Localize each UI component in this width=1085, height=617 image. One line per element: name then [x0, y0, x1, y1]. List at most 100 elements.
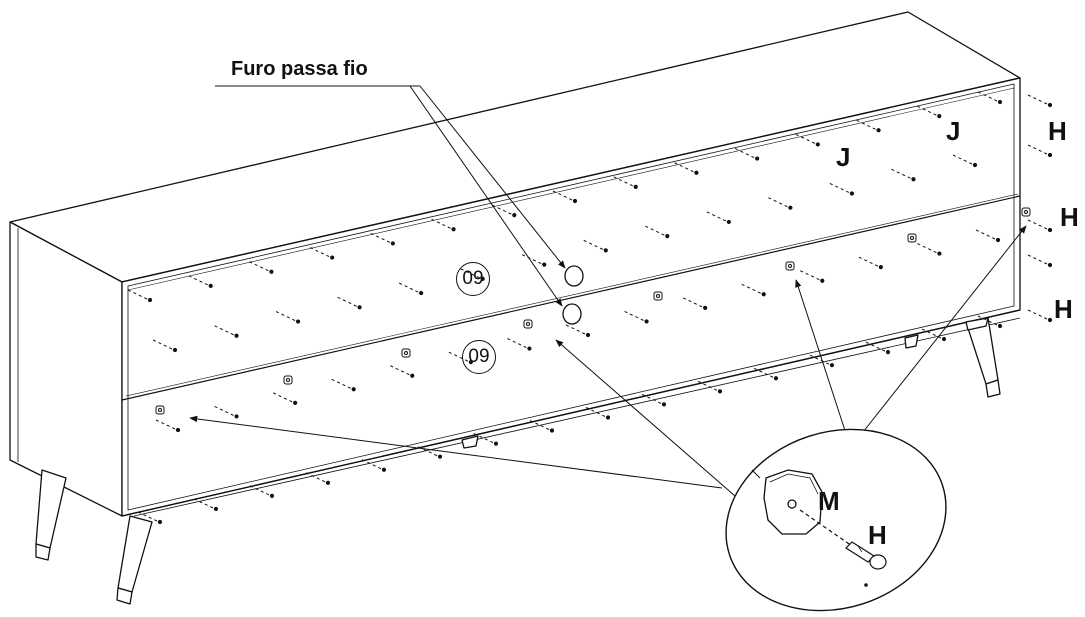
leg-back-right — [965, 317, 1001, 398]
screw-point — [269, 269, 274, 274]
label-h-mid: H — [1060, 202, 1079, 232]
screw-point — [357, 305, 362, 310]
leg-front-middle — [116, 515, 153, 605]
screw-line — [1027, 94, 1048, 105]
screw-point — [1047, 262, 1053, 268]
leg-back-left-hint — [461, 334, 919, 449]
screw-point — [1047, 227, 1053, 233]
panel-number-upper: 09 — [456, 262, 490, 296]
arrow-to-lower-hole — [409, 85, 563, 307]
screw-point — [147, 297, 153, 303]
screw-line — [1027, 254, 1048, 265]
screw-point — [381, 467, 387, 472]
screw-point — [941, 336, 947, 342]
screw-point — [633, 184, 638, 189]
screw-point — [542, 262, 547, 267]
screw-point — [213, 506, 219, 512]
screw-point — [755, 156, 760, 161]
screw-point — [703, 305, 708, 310]
screw-point — [527, 346, 532, 351]
screw-point — [997, 323, 1003, 329]
screw-point — [937, 251, 942, 256]
screw-point — [820, 278, 825, 283]
cam-lock-hole — [286, 378, 290, 382]
cam-lock-hole — [404, 351, 408, 355]
screw-point — [849, 191, 855, 196]
screw-point — [603, 248, 608, 253]
arrow-to-cam-left — [189, 415, 723, 489]
screw-point — [269, 493, 275, 498]
screw-point — [390, 241, 395, 246]
label-h-bottom: H — [1054, 294, 1073, 324]
screw-point — [157, 519, 163, 525]
screw-point — [761, 292, 766, 297]
screw-line — [1027, 309, 1048, 320]
screw-point — [829, 363, 835, 368]
screw-point — [451, 227, 456, 232]
screw-point — [234, 414, 239, 419]
cam-lock-hole — [656, 294, 660, 298]
screw-point — [437, 454, 443, 459]
screw-point — [885, 350, 891, 355]
arrow-to-upper-hole — [419, 85, 566, 269]
screw-point — [410, 373, 415, 378]
screw-point — [665, 234, 670, 239]
screw-point — [997, 99, 1003, 105]
arrow-to-cam-right1 — [795, 279, 851, 447]
screw-point — [972, 162, 978, 168]
back-panel-divider — [121, 195, 1021, 401]
label-h-top: H — [1048, 116, 1067, 146]
screw-point — [512, 213, 517, 218]
arrow-to-cam-mid — [555, 339, 736, 497]
screw-point — [175, 427, 181, 433]
screw-point — [726, 219, 731, 225]
screw-point — [1047, 152, 1053, 158]
cam-lock-hole — [158, 408, 162, 412]
screw-detail — [799, 509, 887, 587]
screw-point — [773, 376, 779, 381]
cam-lock-hole — [1024, 210, 1028, 214]
cam-lock-detail — [751, 469, 823, 535]
screw-point — [876, 128, 881, 133]
cable-hole-upper — [564, 265, 584, 287]
screw-point — [493, 441, 499, 446]
screw-line — [249, 485, 270, 496]
screw-point — [788, 205, 793, 210]
screw-point — [419, 290, 424, 296]
screw-point — [172, 347, 178, 353]
label-j-right: J — [946, 116, 961, 146]
leg-front-left — [35, 469, 67, 561]
screw-point — [549, 428, 555, 433]
screw-point — [585, 332, 591, 338]
screw-point — [605, 415, 611, 420]
screw-point — [937, 114, 942, 119]
label-h-detail: H — [868, 520, 887, 550]
panel-number-lower: 09 — [462, 340, 496, 374]
screw-point — [572, 198, 578, 204]
detail-magnifier — [725, 428, 947, 612]
screw-point — [1047, 102, 1053, 108]
screw-point — [1047, 317, 1053, 323]
screw-point — [295, 319, 301, 324]
arrow-to-cam-right2 — [851, 225, 1027, 447]
cam-lock-hole — [526, 322, 530, 326]
cam-lock-hole — [910, 236, 914, 240]
cam-lock-hole — [788, 264, 792, 268]
screw-point — [330, 255, 335, 260]
screw-point — [661, 402, 667, 407]
cable-hole-lower — [562, 303, 582, 325]
screw-point — [911, 177, 916, 182]
screw-point — [694, 170, 699, 175]
screw-point — [351, 387, 356, 392]
screw-line — [1027, 219, 1048, 230]
screw-point — [644, 319, 649, 324]
screw-line — [1027, 144, 1048, 155]
label-m-detail: M — [818, 486, 840, 516]
screw-point — [293, 400, 298, 405]
screw-point — [325, 480, 331, 485]
callout-title-label: Furo passa fio — [231, 58, 368, 80]
screw-point — [208, 283, 213, 288]
screw-point — [234, 333, 239, 338]
